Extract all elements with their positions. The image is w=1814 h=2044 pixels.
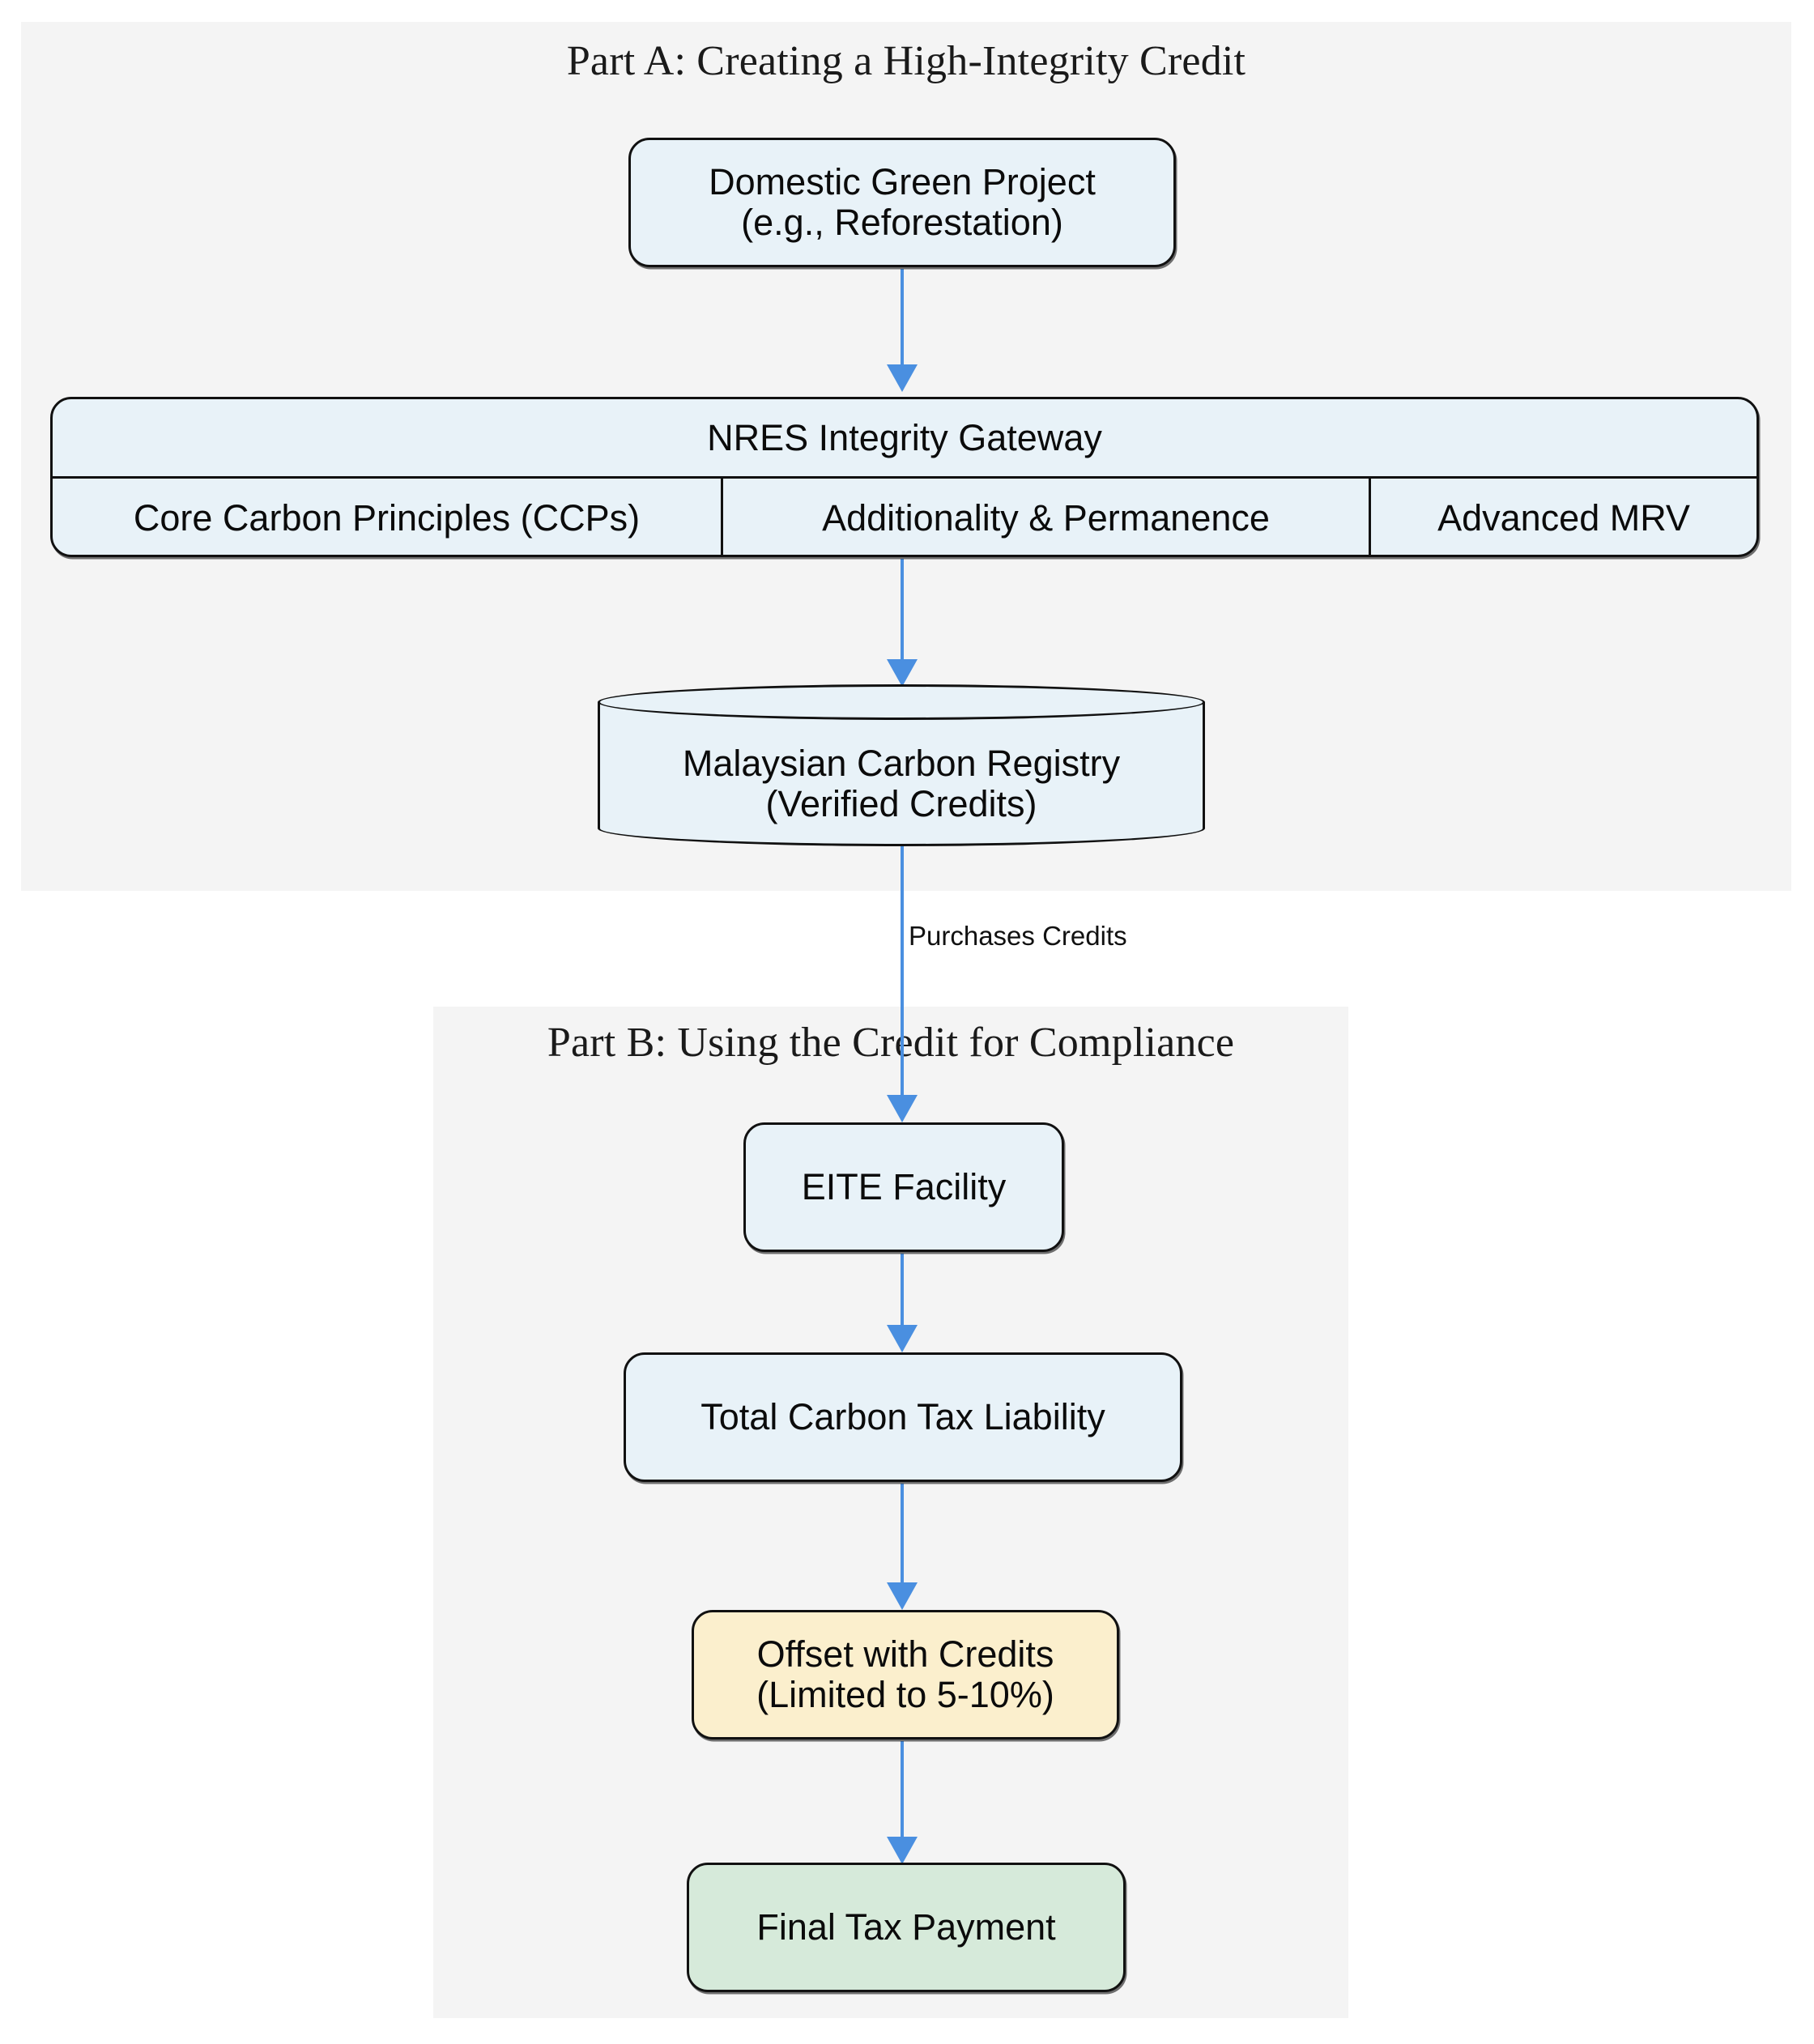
- node-malaysian-carbon-registry-line2: (Verified Credits): [765, 783, 1037, 824]
- node-offset-with-credits-line1: Offset with Credits: [756, 1633, 1054, 1675]
- node-nres-integrity-gateway-header: NRES Integrity Gateway: [53, 399, 1757, 479]
- node-malaysian-carbon-registry-label: Malaysian Carbon Registry (Verified Cred…: [598, 723, 1205, 845]
- node-total-carbon-tax-liability[interactable]: Total Carbon Tax Liability: [624, 1352, 1182, 1482]
- node-domestic-green-project[interactable]: Domestic Green Project (e.g., Reforestat…: [628, 138, 1176, 267]
- node-nres-integrity-gateway-criteria-row: Core Carbon Principles (CCPs) Additional…: [53, 479, 1757, 555]
- edge-gateway-to-registry: [901, 559, 904, 661]
- edge-project-to-gateway: [901, 269, 904, 366]
- node-domestic-green-project-line2: (e.g., Reforestation): [741, 202, 1063, 243]
- gateway-cell-advanced-mrv[interactable]: Advanced MRV: [1369, 479, 1757, 555]
- edge-label-purchases-credits: Purchases Credits: [909, 921, 1127, 951]
- edge-registry-to-eite: [901, 846, 904, 1097]
- database-cylinder-body: [598, 702, 1205, 846]
- node-final-tax-payment[interactable]: Final Tax Payment: [687, 1863, 1126, 1992]
- node-offset-with-credits[interactable]: Offset with Credits (Limited to 5-10%): [692, 1610, 1119, 1740]
- node-nres-integrity-gateway[interactable]: NRES Integrity Gateway Core Carbon Princ…: [50, 397, 1759, 557]
- node-eite-facility[interactable]: EITE Facility: [743, 1122, 1064, 1252]
- edge-eite-to-liability-arrowhead: [887, 1325, 918, 1352]
- edge-eite-to-liability: [901, 1254, 904, 1328]
- edge-project-to-gateway-arrowhead: [887, 364, 918, 392]
- node-final-tax-payment-label: Final Tax Payment: [756, 1906, 1056, 1948]
- edge-offset-to-final: [901, 1741, 904, 1838]
- edge-gateway-to-registry-arrowhead: [887, 659, 918, 687]
- gateway-cell-core-carbon-principles[interactable]: Core Carbon Principles (CCPs): [133, 496, 641, 539]
- edge-liability-to-offset: [901, 1484, 904, 1584]
- subgraph-part-a-title: Part A: Creating a High-Integrity Credit: [566, 38, 1246, 84]
- node-malaysian-carbon-registry[interactable]: Malaysian Carbon Registry (Verified Cred…: [598, 684, 1205, 862]
- node-offset-with-credits-line2: (Limited to 5-10%): [756, 1674, 1054, 1715]
- node-malaysian-carbon-registry-line1: Malaysian Carbon Registry: [682, 742, 1121, 784]
- edge-registry-to-eite-arrowhead: [887, 1095, 918, 1122]
- node-total-carbon-tax-liability-label: Total Carbon Tax Liability: [700, 1395, 1105, 1437]
- edge-liability-to-offset-arrowhead: [887, 1582, 918, 1610]
- subgraph-part-b-title: Part B: Using the Credit for Compliance: [547, 1020, 1235, 1066]
- node-domestic-green-project-line1: Domestic Green Project: [709, 160, 1096, 202]
- node-eite-facility-label: EITE Facility: [801, 1165, 1007, 1207]
- gateway-cell-additionality-permanence[interactable]: Additionality & Permanence: [721, 479, 1369, 555]
- database-cylinder-top-icon: [598, 684, 1205, 720]
- edge-offset-to-final-arrowhead: [887, 1837, 918, 1864]
